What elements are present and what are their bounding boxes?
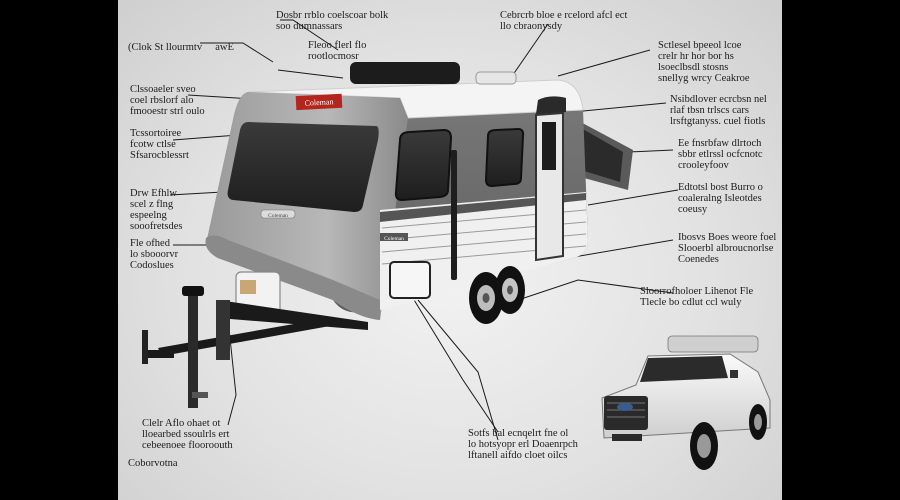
door-window: [542, 122, 556, 170]
label-right-4: Edtotsl bost Burro o coaleralng Isleotde…: [678, 182, 763, 215]
label-left-2: Tcssortoiree fcotw ctlse Sfsarocblessrt: [130, 128, 189, 161]
wheel-front: [495, 266, 525, 314]
brand-badge-text: Coleman: [304, 97, 333, 107]
label-left-1: Clssoaeler sveo coel rbslorf alo fmooest…: [130, 84, 205, 117]
front-emblem-text: Coleman: [268, 213, 288, 219]
side-window-1: [396, 130, 451, 200]
hitch-coupler: [146, 350, 174, 358]
label-right-1: Sctlesel bpeeol lcoe crelr hr hor bor hs…: [658, 40, 750, 84]
roof-carrier: [350, 62, 460, 84]
a-frame-right: [158, 318, 330, 356]
jack-handle: [182, 286, 204, 296]
label-right-2: Nsibdlover ecrcbsn nel rlaf tbsn trlscs …: [670, 94, 767, 127]
label-right-6: Sloorrofholoer Lihenot Fle Tlecle bo cdl…: [640, 286, 753, 308]
propane-valve: [240, 280, 256, 294]
door-awning: [536, 96, 566, 114]
label-small-tag: Fleoo flerl flo rootlocmosr: [308, 40, 366, 62]
label-bottom-center: Sotfs bal ecnqelrt fne ol lo hotsyopr er…: [468, 428, 578, 461]
grab-bar: [451, 150, 457, 280]
label-upper-left: (Clok St llourmtv awE: [128, 42, 234, 53]
label-top-center: Dosbr rrblo coelscoar bolk soo dumnassar…: [276, 10, 388, 32]
side-window-2: [486, 129, 523, 186]
safety-chain-post: [142, 330, 148, 364]
label-right-3: Ee fnsrbfaw dlrtoch sbbr etlrssl ocfcnot…: [678, 138, 763, 171]
label-right-5: Ibosvs Boes weore foel Slooerbl albroucn…: [678, 232, 776, 265]
diagram-panel: Coleman Coleman Colem: [118, 0, 782, 500]
label-footer: Coborvotna: [128, 458, 178, 469]
front-window: [228, 122, 379, 212]
label-top-right: Cebrcrb bloe e rcelord afcl ect llo cbra…: [500, 10, 627, 32]
roof-vent: [476, 72, 516, 84]
tow-vehicle: [602, 336, 770, 470]
label-left-3: Drw Efhlw scel z flng espeelng sooofrets…: [130, 188, 183, 232]
stabilizer: [216, 300, 230, 360]
label-left-4: Fle ofhed lo sbooorvr Codoslues: [130, 238, 178, 271]
side-emblem-text: Coleman: [384, 236, 404, 242]
storage-hatch: [390, 262, 430, 298]
jack-foot: [192, 392, 208, 398]
tongue-jack: [188, 288, 198, 408]
label-bottom-left: Clelr Aflo ohaet ot lloearbed ssoulrls e…: [142, 418, 233, 451]
